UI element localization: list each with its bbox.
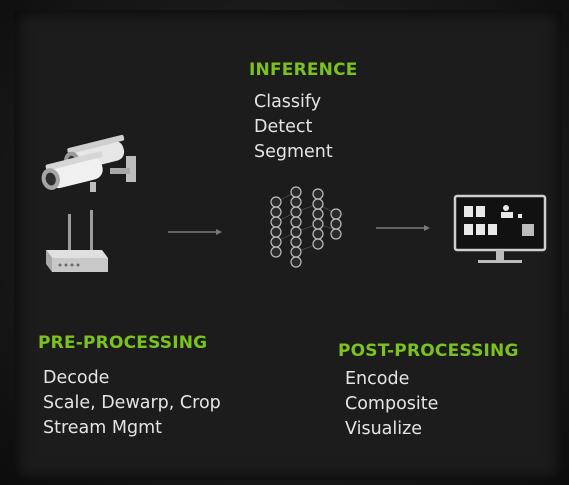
inference-item-detect: Detect xyxy=(254,117,313,137)
post-processing-item-composite: Composite xyxy=(345,394,439,414)
post-processing-list: Encode Composite Visualize xyxy=(345,367,438,442)
pre-processing-list: Decode Scale, Dewarp, Crop Stream Mgmt xyxy=(43,366,221,441)
pre-processing-item-decode: Decode xyxy=(43,368,110,388)
inference-item-segment: Segment xyxy=(254,142,333,162)
neural-network-icon xyxy=(270,186,342,268)
pre-processing-item-scale: Scale, Dewarp, Crop xyxy=(43,393,221,413)
security-camera-icon xyxy=(41,134,136,192)
inference-item-classify: Classify xyxy=(254,92,322,112)
post-processing-item-visualize: Visualize xyxy=(345,419,423,439)
arrow-right-icon xyxy=(168,229,222,235)
post-processing-heading: POST-PROCESSING xyxy=(338,341,519,361)
arrow-right-icon xyxy=(376,225,430,231)
inference-heading: INFERENCE xyxy=(249,60,358,80)
pre-processing-heading: PRE-PROCESSING xyxy=(38,333,208,353)
pre-processing-item-stream: Stream Mgmt xyxy=(43,418,162,438)
inference-list: Classify Detect Segment xyxy=(254,90,333,165)
post-processing-item-encode: Encode xyxy=(345,369,410,389)
edge-gateway-icon xyxy=(46,210,108,272)
monitor-dashboard-icon xyxy=(453,194,547,263)
